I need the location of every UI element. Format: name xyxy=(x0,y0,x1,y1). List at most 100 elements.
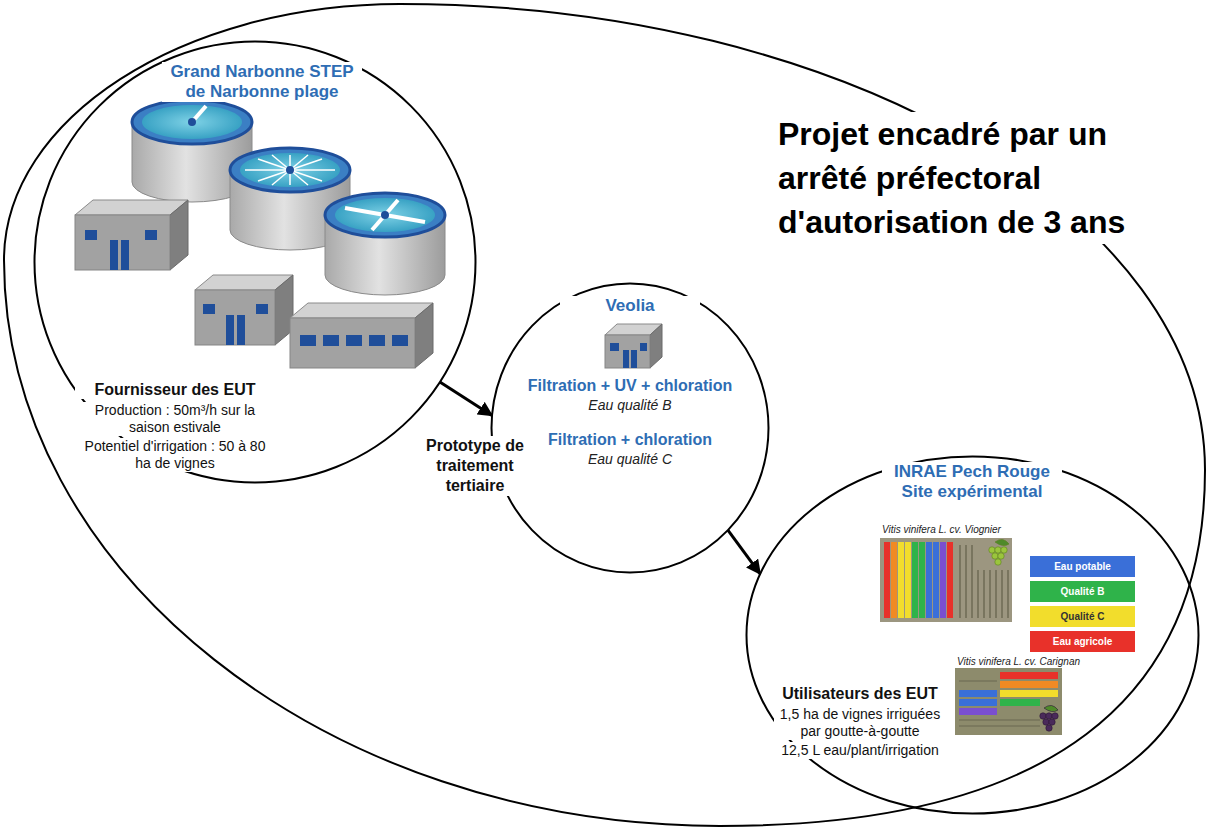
vineyard-photo xyxy=(919,542,925,618)
prototype-building xyxy=(631,350,637,368)
plant-building xyxy=(203,304,215,314)
node-outline xyxy=(490,282,770,574)
clarifier-tank xyxy=(245,155,335,185)
node-border xyxy=(747,457,1199,814)
photo-caption: Vitis vinifera L. cv. Viognier xyxy=(882,524,1042,536)
node-title: INRAE Pech Rouge Site expérimental xyxy=(882,462,1062,502)
vineyard-photo xyxy=(989,570,991,618)
vineyard-photo xyxy=(1040,713,1046,719)
vineyard-photo xyxy=(960,545,1008,618)
treatment-circle: VeoliaFiltration + UV + chlorationEau qu… xyxy=(490,282,770,574)
vineyard-photo xyxy=(880,538,1012,622)
vineyard-photo xyxy=(1040,705,1058,731)
prototype-building xyxy=(640,343,647,351)
vineyard-photo xyxy=(955,668,1062,735)
vineyard-photo xyxy=(995,547,1001,553)
vineyard-photo xyxy=(933,542,939,618)
legend-swatch: Qualité B xyxy=(1030,581,1135,602)
vineyard-photo xyxy=(959,699,997,706)
plant-building xyxy=(85,230,97,240)
vineyard-photo xyxy=(971,545,973,618)
plant-building xyxy=(323,335,339,346)
plant-building xyxy=(290,318,415,368)
plant-building xyxy=(75,215,170,270)
vineyard-photo xyxy=(905,542,911,618)
vineyard-photo xyxy=(998,553,1004,559)
legend-swatch: Eau potable xyxy=(1030,556,1135,577)
prototype-building xyxy=(605,324,662,368)
vineyard-photo xyxy=(959,719,1040,720)
vineyard-photo xyxy=(1000,672,1058,679)
role-heading: Utilisateurs des EUT xyxy=(770,684,950,703)
vineyard-photo xyxy=(891,542,897,618)
vineyard-photo xyxy=(959,680,997,681)
vineyard-photo xyxy=(926,542,932,618)
clarifier-tank xyxy=(272,155,308,185)
vineyard-photo xyxy=(995,570,997,618)
vineyard-photo xyxy=(959,708,997,715)
plant-building xyxy=(195,290,275,345)
vineyard-photo xyxy=(947,542,953,618)
vineyard-photo xyxy=(983,570,985,618)
vineyard-photo xyxy=(898,542,904,618)
plant-building xyxy=(110,240,118,270)
plant-building xyxy=(290,303,433,318)
legend-text: Eau agricole xyxy=(1030,631,1135,652)
vineyard-photo xyxy=(989,547,995,553)
clarifier-tank xyxy=(258,159,322,181)
legend-text: Eau potable xyxy=(1030,556,1135,577)
vineyard-photo xyxy=(992,553,998,559)
vineyard-photo xyxy=(959,725,1040,726)
plant-building xyxy=(195,275,293,345)
vineyard-photo xyxy=(940,542,946,618)
vineyard-photo xyxy=(1001,547,1007,553)
prototype-label: Prototype de traitement tertiaire xyxy=(419,436,531,496)
node-border xyxy=(4,4,1205,826)
clarifier-tank xyxy=(335,198,435,232)
vineyard-photo xyxy=(959,545,961,618)
clarifier-tank xyxy=(142,105,242,139)
vineyard-photo xyxy=(1046,713,1052,719)
node-border xyxy=(35,42,476,483)
clarifier-tank xyxy=(325,193,445,237)
vineyard-photo xyxy=(1044,705,1058,711)
vineyard-photo xyxy=(1000,690,1058,697)
plant-building xyxy=(415,303,433,368)
clarifier-tank xyxy=(188,118,196,126)
prototype-building xyxy=(610,343,619,351)
vineyard-photo xyxy=(1000,681,1058,688)
plant-building xyxy=(226,315,234,345)
legend-swatch: Qualité C xyxy=(1030,606,1135,627)
vineyard-photo xyxy=(912,542,918,618)
vineyard-photo xyxy=(959,681,1040,726)
photo-caption: Vitis vinifera L. cv. Carignan xyxy=(957,656,1117,668)
vineyard-photo xyxy=(1046,725,1052,731)
plant-building xyxy=(237,315,245,345)
water-quality: Eau qualité B xyxy=(560,397,700,414)
clarifier-tank xyxy=(325,193,445,295)
vineyard-photo xyxy=(1049,719,1055,725)
plant-building xyxy=(346,335,362,346)
plant-building xyxy=(392,335,408,346)
node-border xyxy=(492,284,769,573)
vineyard-photo xyxy=(1007,570,1009,618)
body-text: Production : 50m³/h sur la saison estiva… xyxy=(79,402,271,436)
plant-building xyxy=(121,240,129,270)
plant-building xyxy=(256,304,268,314)
supplier-circle: Grand Narbonne STEP de Narbonne plageFou… xyxy=(33,40,477,484)
water-quality: Eau qualité C xyxy=(560,451,700,468)
vineyard-photo xyxy=(989,539,1009,565)
vineyard-photo xyxy=(1043,719,1049,725)
prototype-building xyxy=(605,335,650,368)
vineyard-photo xyxy=(955,668,1062,735)
prototype-building xyxy=(623,350,629,368)
clarifier-tank xyxy=(381,211,389,219)
prototype-building xyxy=(650,324,662,368)
flow-arrow xyxy=(728,530,760,574)
flow-arrow xyxy=(440,382,492,415)
body-text: 1,5 ha de vignes irriguées par goutte-à-… xyxy=(774,706,946,740)
node-title: Grand Narbonne STEP de Narbonne plage xyxy=(162,62,362,102)
project-note: Projet encadré par un arrêté préfectoral… xyxy=(778,112,1168,244)
